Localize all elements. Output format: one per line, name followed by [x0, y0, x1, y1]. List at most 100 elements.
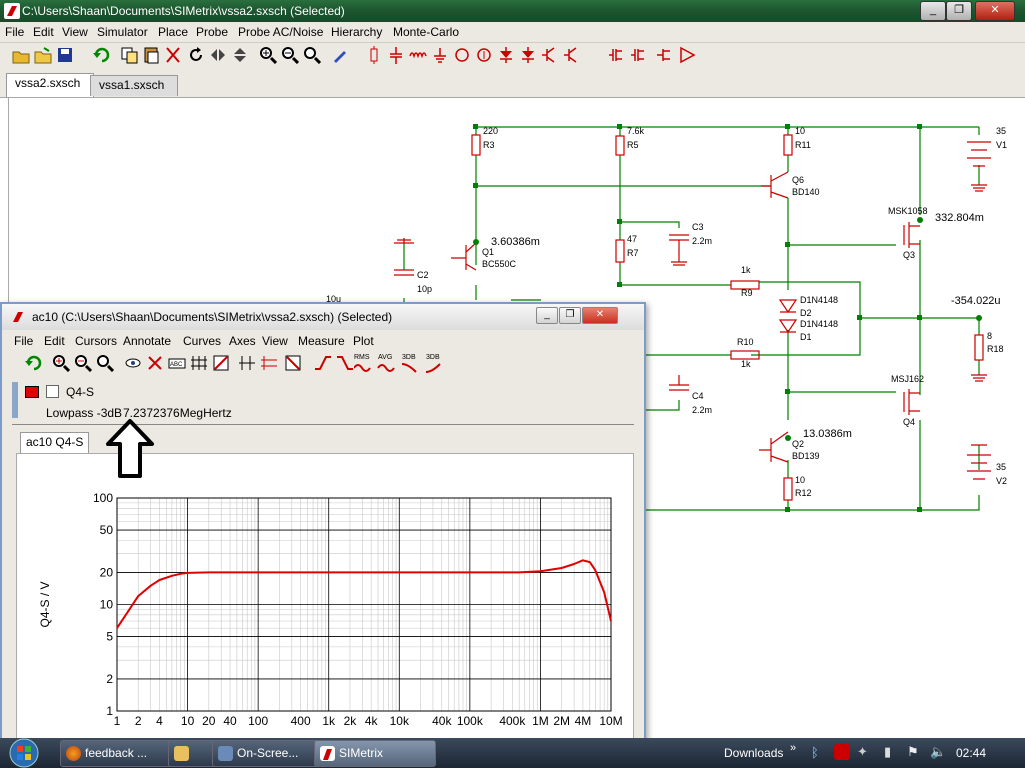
- pmos-icon[interactable]: [630, 46, 648, 64]
- start-button[interactable]: [0, 738, 48, 768]
- menu-hierarchy[interactable]: Hierarchy: [331, 25, 383, 39]
- plot-zoom-fit-icon[interactable]: [96, 354, 114, 372]
- antivirus-icon[interactable]: ✦: [857, 744, 868, 759]
- measure-fall-icon[interactable]: [336, 354, 354, 372]
- task-simetrix[interactable]: SIMetrix: [314, 740, 436, 767]
- x-tick-label: 10M: [599, 714, 622, 728]
- jfet-icon[interactable]: [656, 46, 674, 64]
- save-icon[interactable]: [56, 46, 74, 64]
- q2-ref: Q2: [792, 439, 804, 449]
- avg-label[interactable]: AVG: [378, 354, 393, 361]
- diode-icon[interactable]: [497, 46, 515, 64]
- zoom-in-icon[interactable]: [259, 46, 277, 64]
- x-tick-label: 100: [248, 714, 268, 728]
- plot-menu-measure[interactable]: Measure: [298, 334, 345, 348]
- chevron-icon[interactable]: »: [790, 742, 797, 754]
- plot-menu-axes[interactable]: Axes: [229, 334, 256, 348]
- ground-icon[interactable]: [431, 46, 449, 64]
- plot-menu-view[interactable]: View: [262, 334, 288, 348]
- paste-icon[interactable]: [142, 46, 160, 64]
- plot-menu-curves[interactable]: Curves: [183, 334, 222, 348]
- legend-color-swatch[interactable]: [25, 386, 39, 398]
- resistor-icon[interactable]: [365, 46, 383, 64]
- copy-icon[interactable]: [120, 46, 138, 64]
- plot-undo-icon[interactable]: [24, 354, 42, 372]
- current-source-icon[interactable]: [475, 46, 493, 64]
- cut-icon[interactable]: [164, 46, 182, 64]
- plot-zoom-out-icon[interactable]: [74, 354, 92, 372]
- plot-menu-edit[interactable]: Edit: [44, 334, 65, 348]
- task-onscreen-keyboard[interactable]: On-Scree...: [212, 740, 332, 767]
- plot-restore-button[interactable]: ❐: [559, 307, 581, 324]
- menu-file[interactable]: File: [5, 25, 25, 39]
- open-folder-icon[interactable]: [12, 46, 30, 64]
- menu-place[interactable]: Place: [158, 25, 189, 39]
- opamp-icon[interactable]: [678, 46, 696, 64]
- plot-close-button[interactable]: ✕: [582, 307, 618, 324]
- inductor-icon[interactable]: [409, 46, 427, 64]
- plot-zoom-in-icon[interactable]: [52, 354, 70, 372]
- curve-props-icon[interactable]: [212, 354, 230, 372]
- network-icon[interactable]: ▮: [884, 744, 892, 759]
- tab-vssa1[interactable]: vssa1.sxsch: [90, 75, 178, 96]
- tab-vssa2[interactable]: vssa2.sxsch: [6, 73, 94, 97]
- flip-icon[interactable]: [231, 46, 249, 64]
- menu-probe[interactable]: Probe: [196, 25, 229, 39]
- menu-monte-carlo[interactable]: Monte-Carlo: [393, 25, 460, 39]
- downloads-toolbar-label[interactable]: Downloads: [724, 746, 784, 760]
- c2-ref: C2: [417, 270, 429, 280]
- voltage-source-icon[interactable]: [453, 46, 471, 64]
- plot-menu-annotate[interactable]: Annotate: [123, 334, 172, 348]
- open-file-icon[interactable]: [34, 46, 52, 64]
- menu-simulator[interactable]: Simulator: [97, 25, 148, 39]
- v2-ref: V2: [996, 476, 1007, 486]
- zener-icon[interactable]: [519, 46, 537, 64]
- c3-ref: C3: [692, 222, 704, 232]
- cursor-a-icon[interactable]: [238, 354, 256, 372]
- plot-menu-file[interactable]: File: [14, 334, 34, 348]
- measure-rise-icon[interactable]: [314, 354, 332, 372]
- menu-edit[interactable]: Edit: [33, 25, 54, 39]
- rms-label[interactable]: RMS: [354, 354, 370, 361]
- undo-icon[interactable]: [92, 46, 110, 64]
- restore-button[interactable]: ❐: [946, 1, 972, 21]
- plot-minimize-button[interactable]: _: [536, 307, 558, 324]
- task-firefox[interactable]: feedback ...: [60, 740, 178, 767]
- label-icon[interactable]: ABC: [168, 354, 186, 372]
- minimize-button[interactable]: _: [920, 1, 946, 21]
- legend-checkbox[interactable]: [46, 385, 59, 398]
- bluetooth-icon[interactable]: ᛒ: [811, 745, 819, 760]
- rotate-icon[interactable]: [187, 46, 205, 64]
- r10-value: 1k: [741, 359, 751, 369]
- zoom-out-icon[interactable]: [281, 46, 299, 64]
- zoom-fit-icon[interactable]: [303, 46, 321, 64]
- schematic-tabbar: vssa2.sxsch vssa1.sxsch: [0, 69, 1025, 98]
- cursor-b-icon[interactable]: [260, 354, 278, 372]
- volume-icon[interactable]: 🔈: [930, 744, 947, 759]
- plot-window[interactable]: ac10 (C:\Users\Shaan\Documents\SIMetrix\…: [0, 302, 646, 742]
- capacitor-icon[interactable]: [387, 46, 405, 64]
- clock[interactable]: 02:44: [956, 746, 987, 760]
- mirror-icon[interactable]: [209, 46, 227, 64]
- plot-tab[interactable]: ac10 Q4-S: [20, 432, 90, 453]
- menu-probe-ac-noise[interactable]: Probe AC/Noise: [238, 25, 324, 39]
- 3db-low-label[interactable]: 3DB: [426, 354, 440, 361]
- plot-menu-plot[interactable]: Plot: [353, 334, 374, 348]
- c4-ref: C4: [692, 391, 704, 401]
- nmos-icon[interactable]: [608, 46, 626, 64]
- menu-view[interactable]: View: [62, 25, 88, 39]
- npn-transistor-icon[interactable]: [541, 46, 559, 64]
- security-icon[interactable]: [834, 744, 850, 760]
- 3db-high-label[interactable]: 3DB: [402, 354, 416, 361]
- flag-icon[interactable]: ⚑: [907, 744, 919, 759]
- annotation-arrow-icon: [106, 419, 154, 478]
- pnp-transistor-icon[interactable]: [563, 46, 581, 64]
- close-button[interactable]: ✕: [975, 1, 1015, 21]
- delete-curve-icon[interactable]: [146, 354, 164, 372]
- eye-icon[interactable]: [124, 354, 142, 372]
- grid-icon[interactable]: [190, 354, 208, 372]
- plot-menu-cursors[interactable]: Cursors: [75, 334, 118, 348]
- pencil-wire-icon[interactable]: [331, 46, 349, 64]
- cursor-hide-icon[interactable]: [284, 354, 302, 372]
